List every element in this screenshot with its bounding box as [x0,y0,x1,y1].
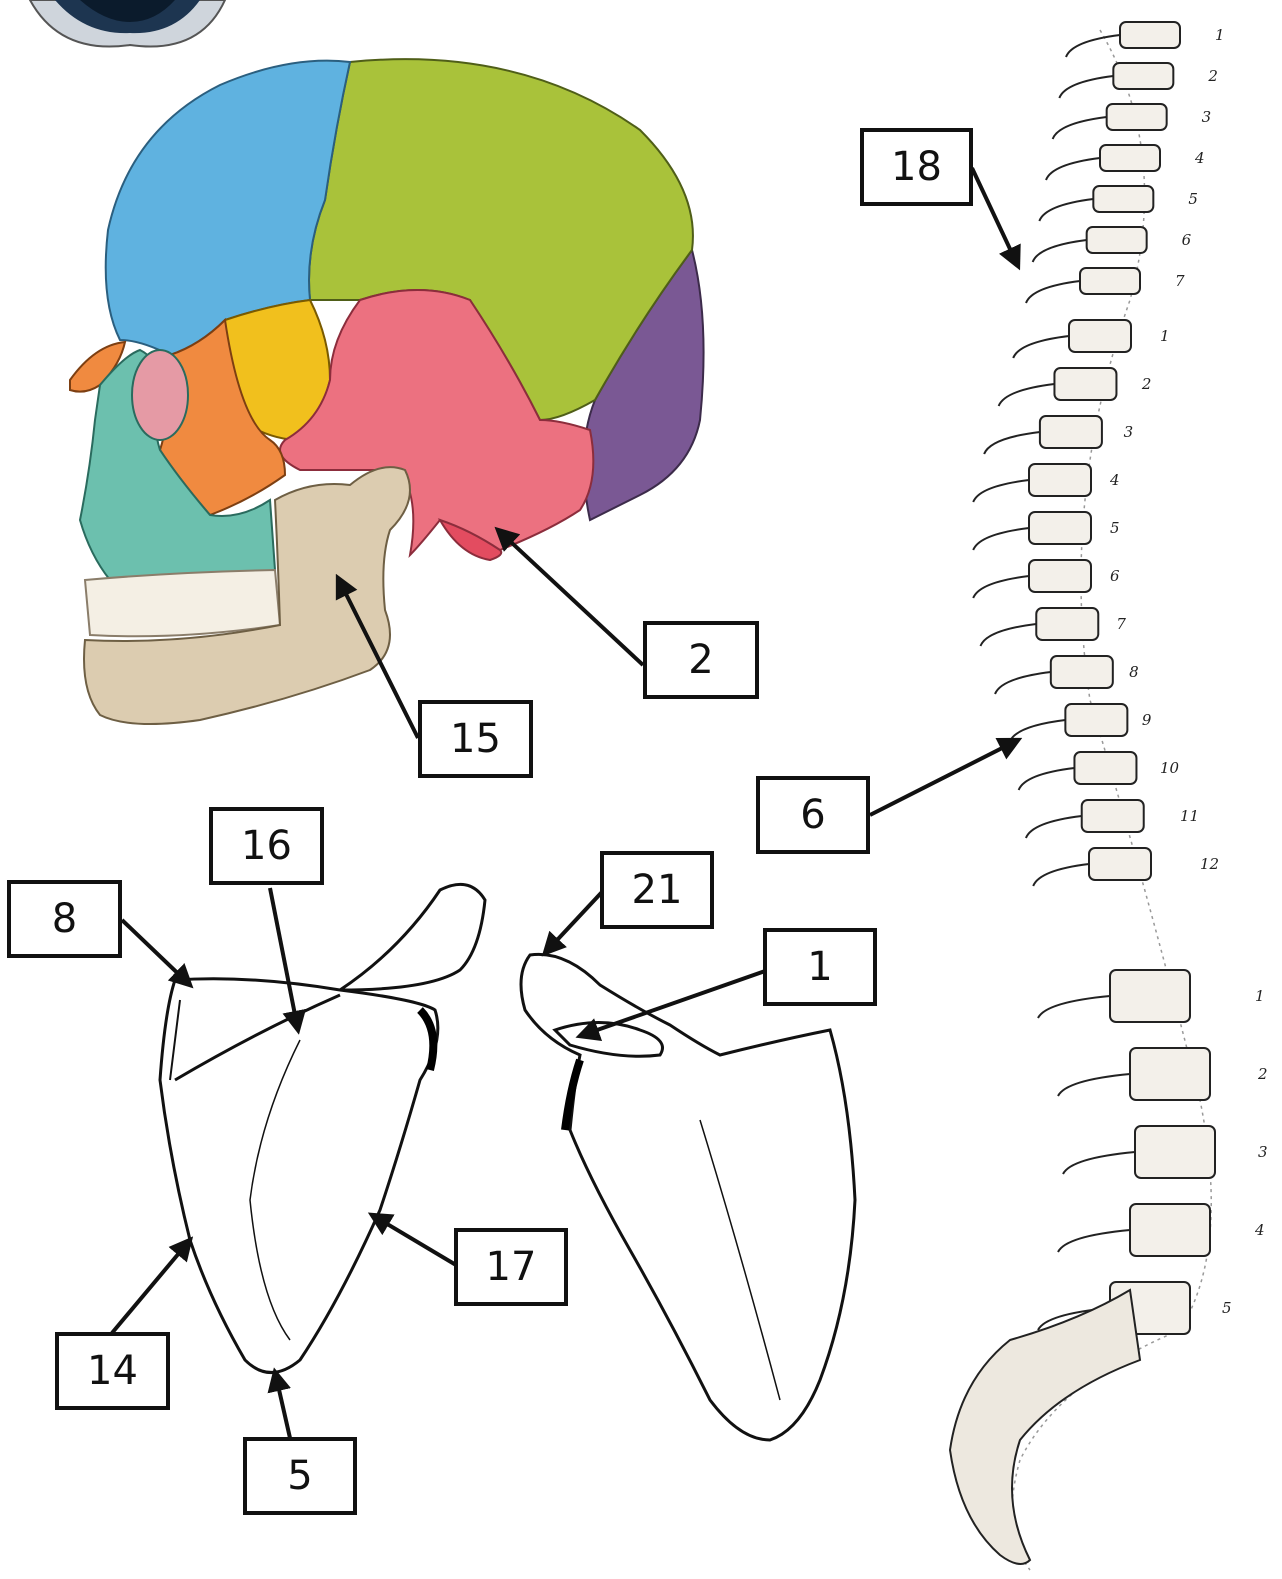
vertebra-number: 1 [1160,327,1170,345]
label-15: 15 [418,700,533,778]
label-2: 2 [643,621,759,699]
vertebra-body [1074,752,1136,784]
vertebra-body [1040,416,1102,448]
vertebra-body [1029,512,1091,544]
vertebra-body [1110,970,1190,1022]
vertebra-body [1029,560,1091,592]
spinous-process [1058,1074,1130,1096]
spinous-process [1058,1230,1130,1252]
vertebra-number: 2 [1141,375,1152,393]
vertebra-body [1113,63,1173,89]
orbit [132,350,188,440]
label-18: 18 [860,128,973,206]
label-21: 21 [600,851,714,929]
spinous-process [1053,117,1107,139]
vertebra-body [1107,104,1167,130]
spinous-process [1010,720,1066,742]
vertebra-body [1054,368,1116,400]
spinous-process [1013,336,1069,358]
arrow-2 [498,530,643,665]
spinous-process [980,624,1036,646]
spinous-process [1033,240,1087,262]
spinous-process [995,672,1051,694]
spinous-process [1033,864,1089,886]
arrow-14 [112,1240,190,1333]
vertebra-number: 9 [1142,711,1152,729]
vertebra-number: 7 [1116,615,1126,633]
vertebra-number: 2 [1207,67,1218,85]
vertebra-number: 8 [1129,663,1139,681]
spinous-process [1066,35,1120,57]
arrow-18 [972,168,1018,266]
scapula-posterior-illustration [160,884,485,1372]
vertebra-body [1087,227,1147,253]
spinous-process [1039,199,1093,221]
teeth [85,570,280,636]
spinous-process [1059,76,1113,98]
spinous-process [984,432,1040,454]
vertebra-body [1130,1048,1210,1100]
spinous-process [973,576,1029,598]
vertebra-body [1051,656,1113,688]
label-8: 8 [7,880,122,958]
label-6: 6 [756,776,870,854]
vertebra-number: 4 [1109,471,1120,489]
vertebra-body [1130,1204,1210,1256]
vertebra-body [1082,800,1144,832]
vertebra-number: 3 [1258,1143,1268,1161]
label-1: 1 [763,928,877,1006]
vertebra-body [1135,1126,1215,1178]
spinous-process [1026,281,1080,303]
vertebra-number: 1 [1215,26,1225,44]
vertebra-number: 10 [1160,759,1180,777]
vertebra-body [1100,145,1160,171]
spinous-process [973,528,1029,550]
sacrum-coccyx [950,1290,1140,1564]
spinous-process [1026,816,1082,838]
vertebra-body [1069,320,1131,352]
vertebra-body [1036,608,1098,640]
vertebra-number: 5 [1222,1299,1232,1317]
scapula-anterior-illustration [521,954,855,1440]
vertebra-number: 3 [1202,108,1212,126]
spinous-process [973,480,1029,502]
logo-emblem [30,0,225,47]
arrow-17 [372,1215,456,1265]
vertebra-body [1065,704,1127,736]
vertebra-number: 5 [1188,190,1198,208]
vertebra-number: 6 [1182,231,1192,249]
vertebra-number: 7 [1175,272,1185,290]
vertebra-number: 2 [1257,1065,1268,1083]
spinous-process [1063,1152,1135,1174]
label-5: 5 [243,1437,357,1515]
vertebra-number: 4 [1254,1221,1265,1239]
vertebra-number: 11 [1180,807,1199,825]
vertebra-number: 4 [1194,149,1205,167]
vertebra-body [1080,268,1140,294]
vertebra-body [1089,848,1151,880]
vertebra-number: 12 [1200,855,1219,873]
vertebra-number: 3 [1124,423,1134,441]
label-16: 16 [209,807,324,885]
arrow-5 [275,1372,290,1438]
spinous-process [999,384,1055,406]
arrow-6 [870,740,1018,815]
vertebra-number: 5 [1110,519,1120,537]
skull-illustration [70,59,704,724]
arrow-21 [545,892,602,953]
vertebra-number: 6 [1110,567,1120,585]
spinous-process [1038,996,1110,1018]
vertebra-body [1093,186,1153,212]
spinous-process [1019,768,1075,790]
label-17: 17 [454,1228,568,1306]
arrow-8 [122,920,190,985]
label-14: 14 [55,1332,170,1410]
vertebra-body [1029,464,1091,496]
vertebra-body [1120,22,1180,48]
spinous-process [1046,158,1100,180]
vertebra-number: 1 [1255,987,1265,1005]
